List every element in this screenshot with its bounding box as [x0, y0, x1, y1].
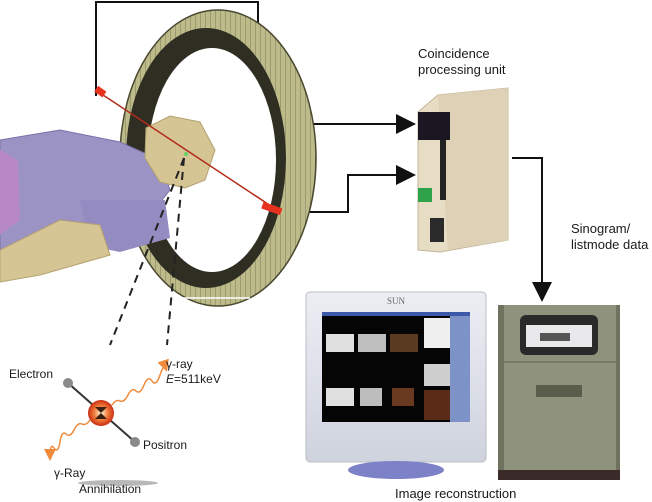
sinogram-label-line1: Sinogram/ — [571, 221, 631, 236]
positron-particle — [130, 437, 140, 447]
data-flow-arrow — [512, 157, 552, 302]
gamma-ray-up — [111, 358, 169, 406]
detector-hit-bottom — [261, 201, 283, 216]
electron-particle — [63, 378, 73, 388]
detector-hit-top — [94, 85, 107, 98]
gamma-ray-top-text: γ-ray — [166, 357, 193, 371]
data-storage-cabinet — [498, 305, 620, 480]
coincidence-label-line1: Coincidence — [418, 46, 490, 61]
annihilation-shadow — [78, 480, 158, 486]
annihilation-label: Annihilation — [79, 482, 142, 496]
line-of-response — [94, 85, 283, 216]
coincidence-label-line2: processing unit — [418, 62, 506, 77]
annihilation-schematic — [44, 358, 169, 486]
image-reconstruction-label: Image reconstruction — [395, 486, 517, 501]
energy-symbol: E — [166, 372, 175, 386]
signal-arrow-bottom — [283, 165, 416, 213]
sinogram-label-line2: listmode data — [571, 237, 649, 252]
energy-value: =511keV — [174, 372, 221, 386]
gamma-ray-down — [44, 419, 91, 461]
zoom-projection-lines — [109, 157, 185, 346]
coincidence-processing-unit — [417, 87, 509, 253]
coincidence-unit-label: Coincidence processing unit — [418, 46, 505, 78]
reconstruction-monitor: SUN — [305, 291, 487, 479]
positron-label: Positron — [143, 438, 188, 452]
monitor-stand — [348, 461, 444, 479]
svg-text:SUN: SUN — [387, 296, 406, 306]
electron-label: Electron — [9, 367, 54, 381]
gamma-ray-top-label: γ-ray E=511keV — [166, 357, 221, 387]
gamma-ray-bottom-label: γ-Ray — [54, 466, 86, 480]
sinogram-label: Sinogram/ listmode data — [571, 221, 648, 253]
